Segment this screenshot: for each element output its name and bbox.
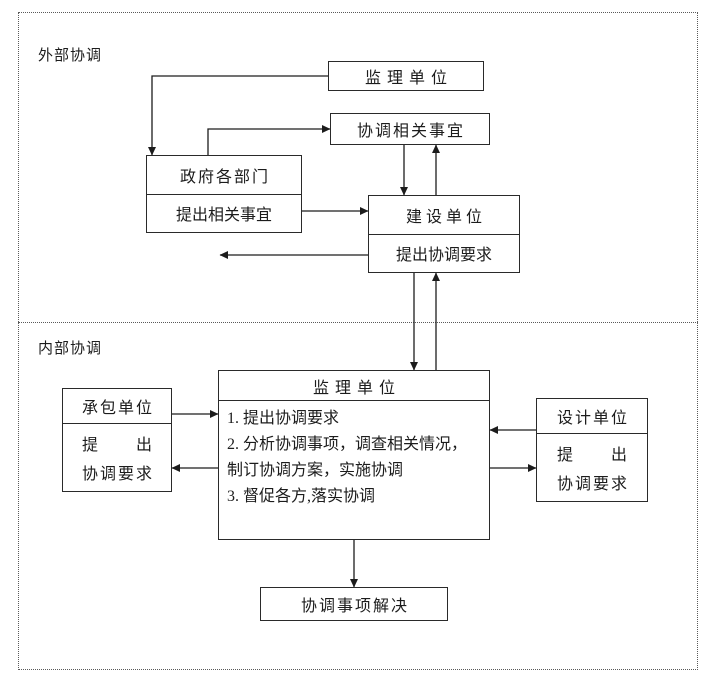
government-title: 政府各部门 [179,168,270,186]
supervision-unit-center-box: 监理单位 1. 提出协调要求 2. 分析协调事项，调查相关情况，制订协调方案，实… [218,370,490,540]
government-departments-box: 政府各部门 提出相关事宜 [146,155,302,233]
design-unit-box: 设计单位 提 出 协调要求 [536,398,648,502]
external-section-label: 外部协调 [38,48,103,64]
supervision-item-2: 2. 分析协调事项，调查相关情况，制订协调方案，实施协调 [227,436,468,479]
designer-line2: 协调要求 [556,476,629,493]
coordinate-matters-label: 协调相关事宜 [356,123,465,140]
construction-subtitle: 提出协调要求 [369,233,519,273]
supervision-item-1: 1. 提出协调要求 [227,410,340,427]
resolved-label: 协调事项解决 [300,598,409,615]
supervision-unit-top-label: 监理单位 [364,70,453,87]
construction-unit-box: 建设单位 提出协调要求 [368,195,520,273]
government-subtitle: 提出相关事宜 [147,193,301,233]
contractor-line1: 提 出 [81,437,154,454]
supervision-center-title: 监理单位 [219,371,489,401]
coordinate-matters-box: 协调相关事宜 [330,113,490,145]
diagram-border [18,12,698,670]
designer-line1: 提 出 [556,447,629,464]
supervision-unit-top-box: 监理单位 [328,61,484,91]
construction-title: 建设单位 [405,208,486,226]
contractor-unit-box: 承包单位 提 出 协调要求 [62,388,172,492]
contractor-line2: 协调要求 [81,466,154,483]
resolved-box: 协调事项解决 [260,587,448,621]
designer-title: 设计单位 [537,399,647,434]
supervision-item-3: 3. 督促各方,落实协调 [227,488,376,505]
section-divider-line [18,322,698,323]
internal-section-label: 内部协调 [38,341,103,357]
contractor-title: 承包单位 [63,389,171,424]
